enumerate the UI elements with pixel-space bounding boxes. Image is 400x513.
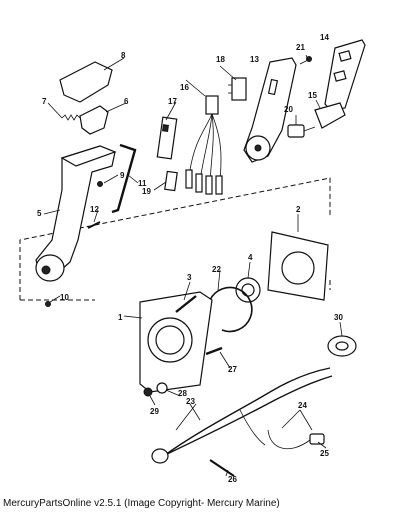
part-19-block [164, 170, 178, 192]
callout-18: 18 [216, 55, 225, 64]
callout-4: 4 [248, 253, 253, 262]
leader-lines [43, 54, 343, 477]
callout-14: 14 [320, 33, 329, 42]
callout-25: 25 [320, 449, 329, 458]
part-6-bracket [79, 105, 109, 135]
part-7-spring [61, 114, 81, 121]
callout-28: 28 [178, 389, 187, 398]
callout-23: 23 [186, 397, 195, 406]
callout-30: 30 [334, 313, 343, 322]
callout-2: 2 [296, 205, 301, 214]
callout-9: 9 [120, 171, 125, 180]
callout-24: 24 [298, 401, 307, 410]
assembly-outline [19, 177, 331, 301]
part-28-washer [156, 382, 168, 394]
part-17-module [156, 116, 178, 160]
callout-12: 12 [90, 205, 99, 214]
part-13-handle [243, 57, 297, 163]
part-23-harness [151, 367, 333, 464]
callout-16: 16 [180, 83, 189, 92]
part-1-housing [139, 291, 213, 393]
callout-7: 7 [42, 97, 47, 106]
part-10-screw [45, 301, 51, 307]
part-27-bolt [205, 346, 223, 356]
part-11-rod [111, 143, 137, 214]
callout-22: 22 [212, 265, 221, 274]
callout-17: 17 [168, 97, 177, 106]
callout-29: 29 [150, 407, 159, 416]
part-15-gasket [314, 102, 346, 129]
callout-5: 5 [37, 209, 42, 218]
callout-8: 8 [121, 51, 126, 60]
callout-3: 3 [187, 273, 192, 282]
part-22-retaining-ring [209, 286, 253, 333]
part-30-grommet [327, 335, 357, 357]
part-3-bolt [175, 295, 197, 313]
part-14-plate [324, 39, 366, 111]
part-5-control-arm [35, 145, 117, 282]
part-9-screw [97, 181, 103, 187]
part-16-wiring [185, 95, 223, 195]
callout-26: 26 [228, 475, 237, 484]
callout-11: 11 [138, 179, 147, 188]
part-18-connector [228, 77, 247, 101]
callout-10: 10 [60, 293, 69, 302]
part-8-cover [59, 61, 113, 103]
callout-21: 21 [296, 43, 305, 52]
part-26-tie-strap [209, 459, 235, 477]
image-caption: MercuryPartsOnline v2.5.1 (Image Copyrig… [3, 498, 280, 509]
part-20-switch [287, 124, 316, 138]
parts-diagram: 1 2 3 4 5 6 7 8 9 10 11 12 13 14 15 16 1… [19, 33, 366, 484]
part-2-mount-plate [267, 231, 329, 301]
callout-27: 27 [228, 365, 237, 374]
part-12-pin [87, 221, 101, 229]
part-24-wire [267, 429, 325, 449]
callout-1: 1 [118, 313, 123, 322]
callout-labels: 1 2 3 4 5 6 7 8 9 10 11 12 13 14 15 16 1… [37, 33, 343, 484]
callout-13: 13 [250, 55, 259, 64]
callout-20: 20 [284, 105, 293, 114]
callout-6: 6 [124, 97, 129, 106]
callout-15: 15 [308, 91, 317, 100]
part-21-screw [299, 56, 312, 65]
part-29-nut [143, 387, 153, 397]
callout-19: 19 [142, 187, 151, 196]
